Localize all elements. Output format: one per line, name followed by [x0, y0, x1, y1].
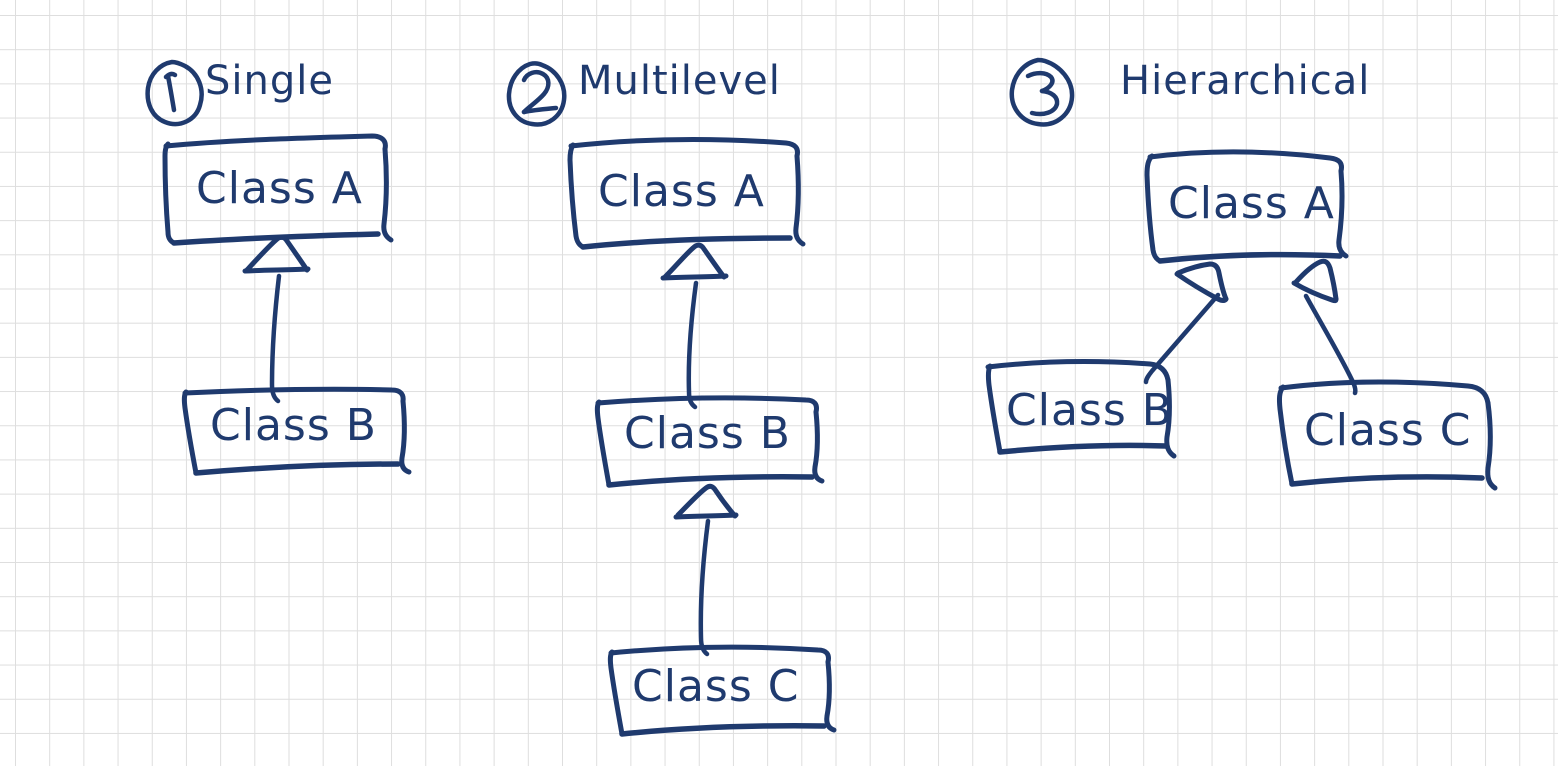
section-3-inheritance-triangle-right — [1291, 258, 1339, 304]
section-1-class-b-box[interactable] — [181, 386, 412, 476]
section-2-inheritance-triangle-bottom — [673, 483, 739, 520]
section-2-number-circle — [506, 61, 567, 127]
section-3-class-c-box[interactable] — [1276, 379, 1498, 491]
section-1-class-a-label: Class A — [196, 163, 363, 214]
section-2-class-c-box[interactable] — [607, 644, 837, 737]
section-2-connector-line-bc — [698, 518, 711, 657]
section-1-connector-line — [269, 273, 282, 404]
section-1-class-a-box[interactable] — [162, 133, 394, 246]
section-2-inheritance-triangle-top — [660, 242, 729, 281]
section-3-class-c-label: Class C — [1304, 405, 1472, 456]
section-2-class-b-box[interactable] — [594, 395, 825, 488]
section-1-title: Single — [205, 58, 334, 104]
section-3-inheritance-triangle-left — [1174, 261, 1229, 303]
section-2-class-a-box[interactable] — [567, 136, 806, 250]
section-3-class-b-label: Class B — [1006, 385, 1173, 436]
section-2-class-c-label: Class C — [632, 661, 800, 712]
section-3-class-a-box[interactable] — [1144, 149, 1349, 264]
section-1-inheritance-triangle — [242, 234, 311, 274]
section-3-connector-line-ab — [1143, 292, 1221, 385]
section-2-title: Multilevel — [578, 58, 781, 104]
section-3-class-b-box[interactable] — [985, 359, 1177, 459]
section-3-connector-line-ac — [1303, 293, 1358, 396]
section-3-number-circle — [1009, 57, 1075, 127]
section-1-number-circle — [145, 59, 204, 127]
section-2-class-b-label: Class B — [624, 408, 791, 459]
section-2-connector-line-ab — [686, 280, 699, 410]
section-1-class-b-label: Class B — [210, 400, 377, 451]
section-3-title: Hierarchical — [1120, 58, 1371, 104]
section-3-class-a-label: Class A — [1168, 178, 1335, 229]
section-2-class-a-label: Class A — [598, 166, 765, 217]
